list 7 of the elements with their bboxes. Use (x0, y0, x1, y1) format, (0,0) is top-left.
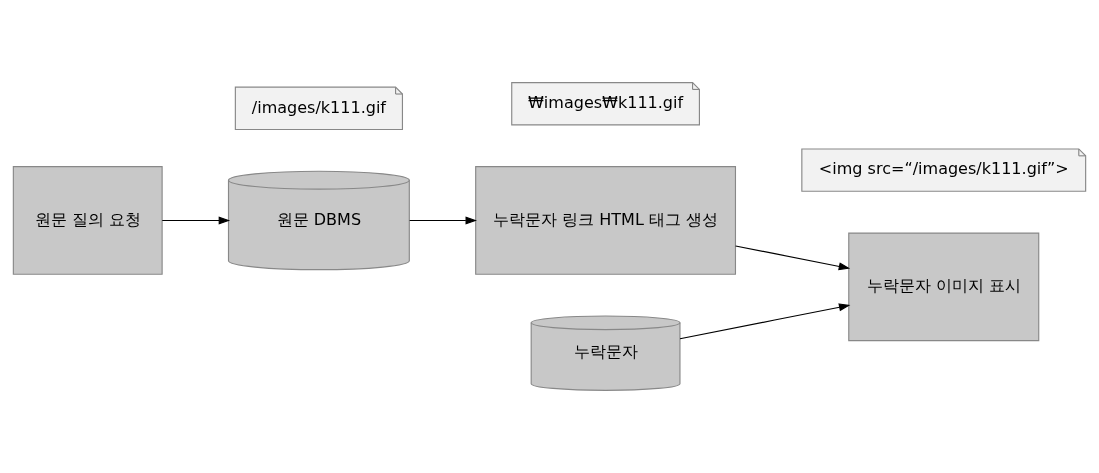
node-box: 누락문자 링크 HTML 태그 생성 (475, 166, 737, 275)
arrow (735, 245, 851, 271)
node-box: 누락문자 이미지 표시 (848, 232, 1040, 342)
arrow (679, 303, 851, 340)
arrow (161, 216, 231, 225)
arrow (409, 216, 477, 225)
node-box: 원문 질의 요청 (12, 166, 163, 275)
